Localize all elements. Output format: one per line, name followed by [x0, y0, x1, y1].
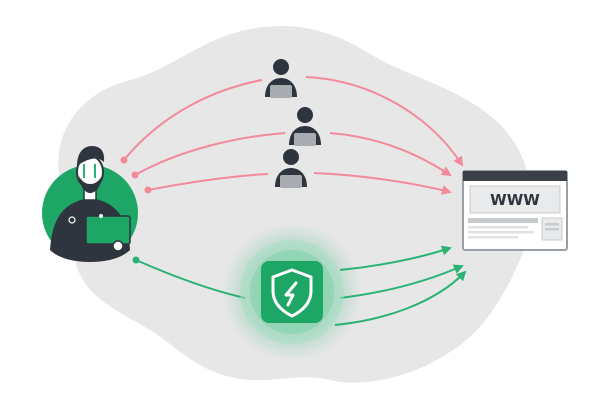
red-arrow-2a [134, 132, 286, 176]
observer-2 [289, 107, 321, 146]
observer-3 [275, 149, 307, 188]
unprotected-traffic [123, 76, 464, 195]
observer-1 [265, 59, 297, 98]
red-arrow-1a [123, 79, 263, 161]
red-arrow-2b [329, 132, 452, 177]
website: WWW [462, 170, 568, 251]
browser-titlebar [463, 171, 567, 181]
red-endpoints [120, 156, 152, 194]
red-arrow-3a [147, 173, 269, 191]
website-label: WWW [490, 191, 540, 209]
person-icon [297, 107, 313, 123]
vpn-node [222, 222, 362, 362]
person-icon [283, 149, 299, 165]
laptop [85, 215, 131, 245]
red-arrow-3b [313, 172, 452, 195]
shield-icon [271, 268, 313, 318]
user-avatar [42, 146, 138, 262]
person-icon [273, 59, 289, 75]
red-arrow-1b [305, 76, 464, 167]
green-endpoint [132, 256, 140, 264]
